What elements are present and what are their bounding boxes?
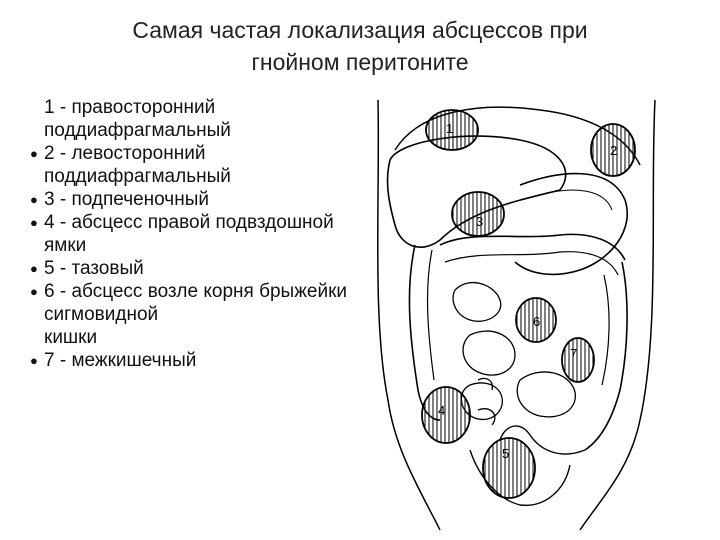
abscess-label-2: 2: [610, 143, 617, 158]
list-item-line: 3 - подпеченочный: [44, 189, 209, 210]
pelvis: [469, 449, 571, 506]
small-intestine: [452, 281, 576, 421]
abscess-4: 4: [421, 386, 471, 444]
abscess-label-3: 3: [476, 214, 483, 229]
descending-colon: [584, 261, 628, 451]
list-item-line: кишки: [44, 327, 98, 348]
abscess-label-6: 6: [533, 314, 540, 329]
list-item-line: 1 - правосторонний: [44, 97, 216, 118]
list-item-line: поддиафрагмальный: [44, 166, 231, 187]
list-item-line: 6 - абсцесс возле корня брыжейки: [44, 281, 348, 302]
bullet-icon: ●: [30, 261, 38, 276]
transverse-colon: [439, 233, 626, 261]
abscess-6: 6: [515, 297, 557, 343]
stomach: [514, 172, 628, 276]
list-item-line: сигмовидной: [44, 304, 159, 325]
torso-outline-right: [579, 99, 656, 531]
abscess-7: 7: [561, 337, 595, 383]
list-item-line: ямки: [44, 235, 87, 256]
slide-title: Самая частая локализация абсцессов при г…: [60, 14, 660, 78]
list-item-line: 4 - абсцесс правой подвздошной: [44, 212, 334, 233]
bullet-icon: ●: [30, 192, 38, 207]
list-item-line: 5 - тазовый: [44, 258, 144, 279]
title-line-1: Самая частая локализация абсцессов при: [132, 17, 588, 43]
bullet-icon: ●: [30, 215, 38, 230]
abscess-label-5: 5: [502, 446, 509, 461]
list-item: ● 5 - тазовый: [30, 257, 430, 280]
title-line-2: гнойном перитоните: [251, 49, 469, 75]
list-item-line: 2 - левосторонний: [44, 143, 206, 164]
abscess-5: 5: [482, 437, 536, 499]
abscess-label-1: 1: [446, 121, 453, 136]
abscess-1: 1: [425, 109, 479, 151]
list-item: ● 7 - межкишечный: [30, 349, 430, 372]
appendix: [477, 377, 493, 391]
list-item-line: поддиафрагмальный: [44, 120, 231, 141]
abscess-2: 2: [590, 123, 636, 177]
list-item: ● 3 - подпеченочный: [30, 188, 430, 211]
bullet-icon: ●: [30, 146, 38, 161]
bullet-icon: ●: [30, 284, 38, 299]
bullet-icon: ●: [30, 353, 38, 368]
torso-outline-left: [376, 99, 441, 531]
list-item-line: 7 - межкишечный: [44, 350, 197, 371]
abscess-3: 3: [451, 191, 505, 237]
abscess-label-4: 4: [438, 403, 445, 418]
abscess-label-7: 7: [570, 346, 577, 361]
sigmoid-colon: [499, 425, 586, 455]
